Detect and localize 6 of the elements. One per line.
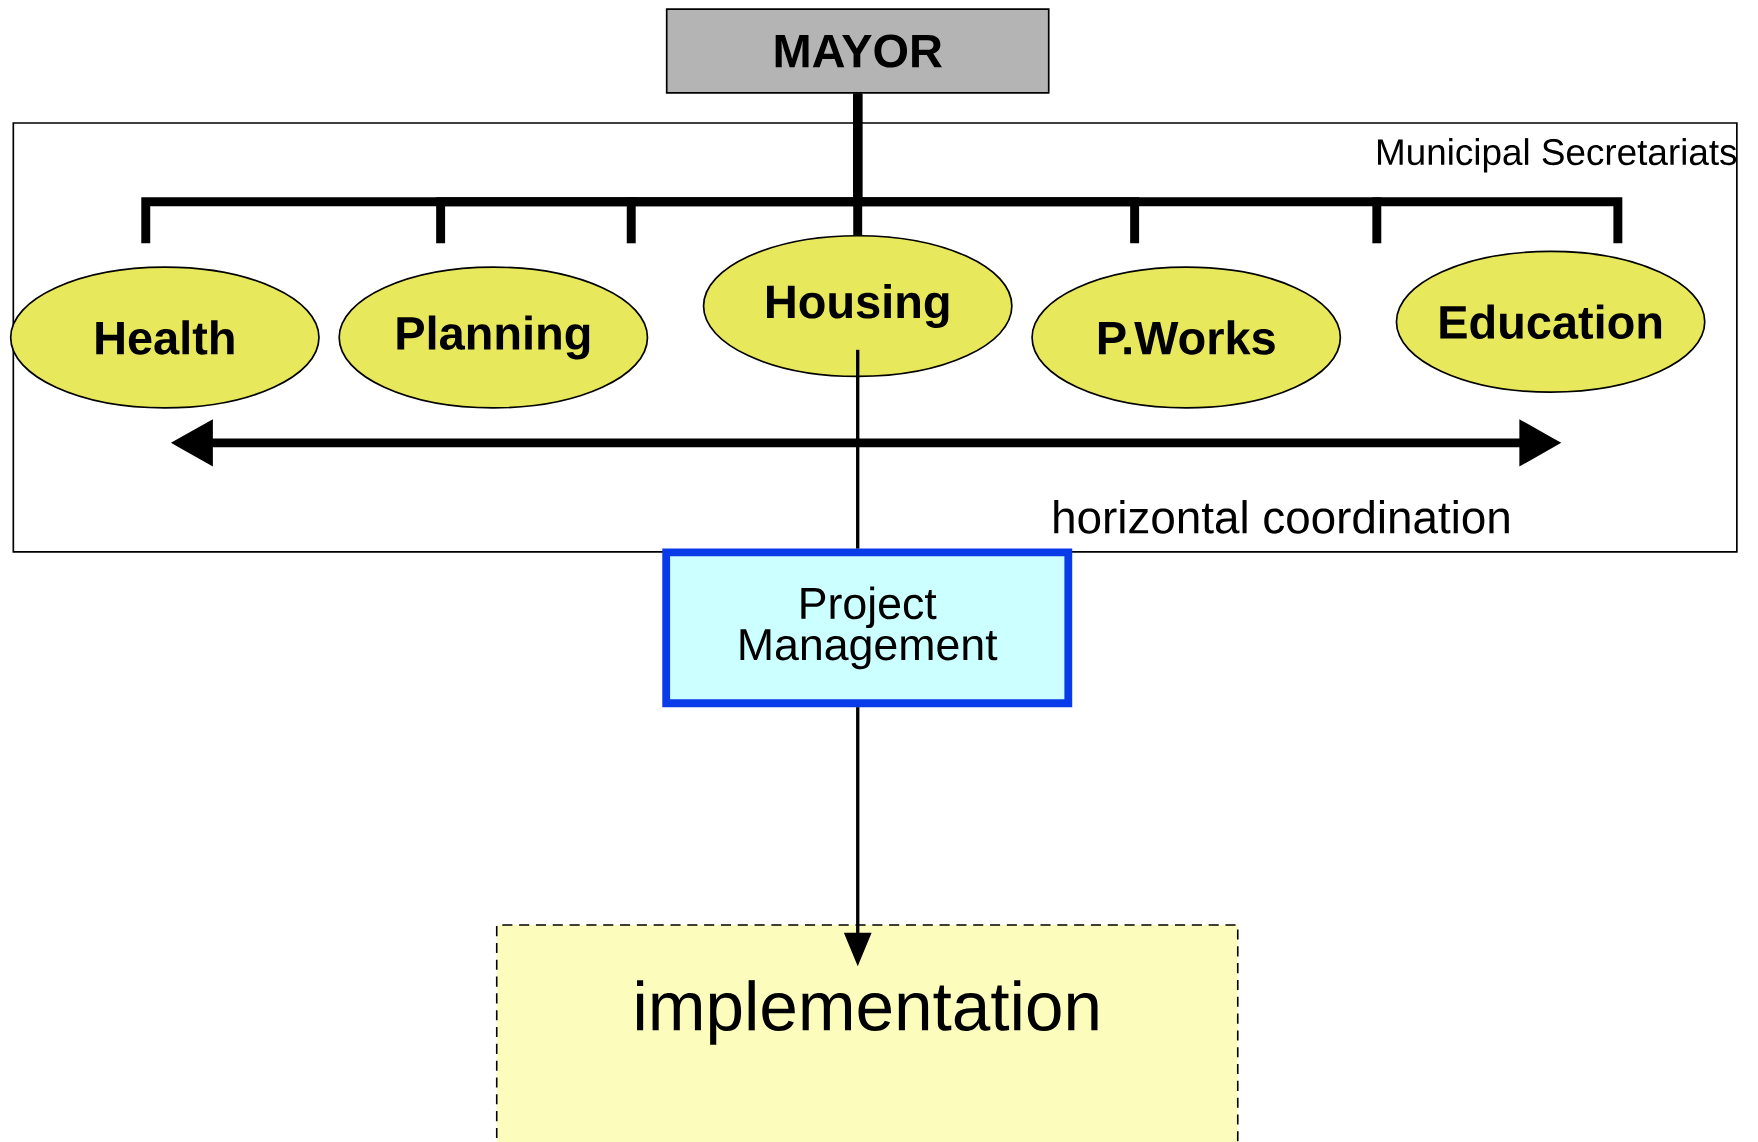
title-box: MAYOR xyxy=(665,8,1050,94)
caption-text: horizontal coordination xyxy=(1054,499,1509,534)
connector xyxy=(853,93,1623,244)
connector xyxy=(856,349,860,549)
process-box: Project Management xyxy=(662,548,1073,707)
outcome-box: implementation xyxy=(495,923,1239,1142)
